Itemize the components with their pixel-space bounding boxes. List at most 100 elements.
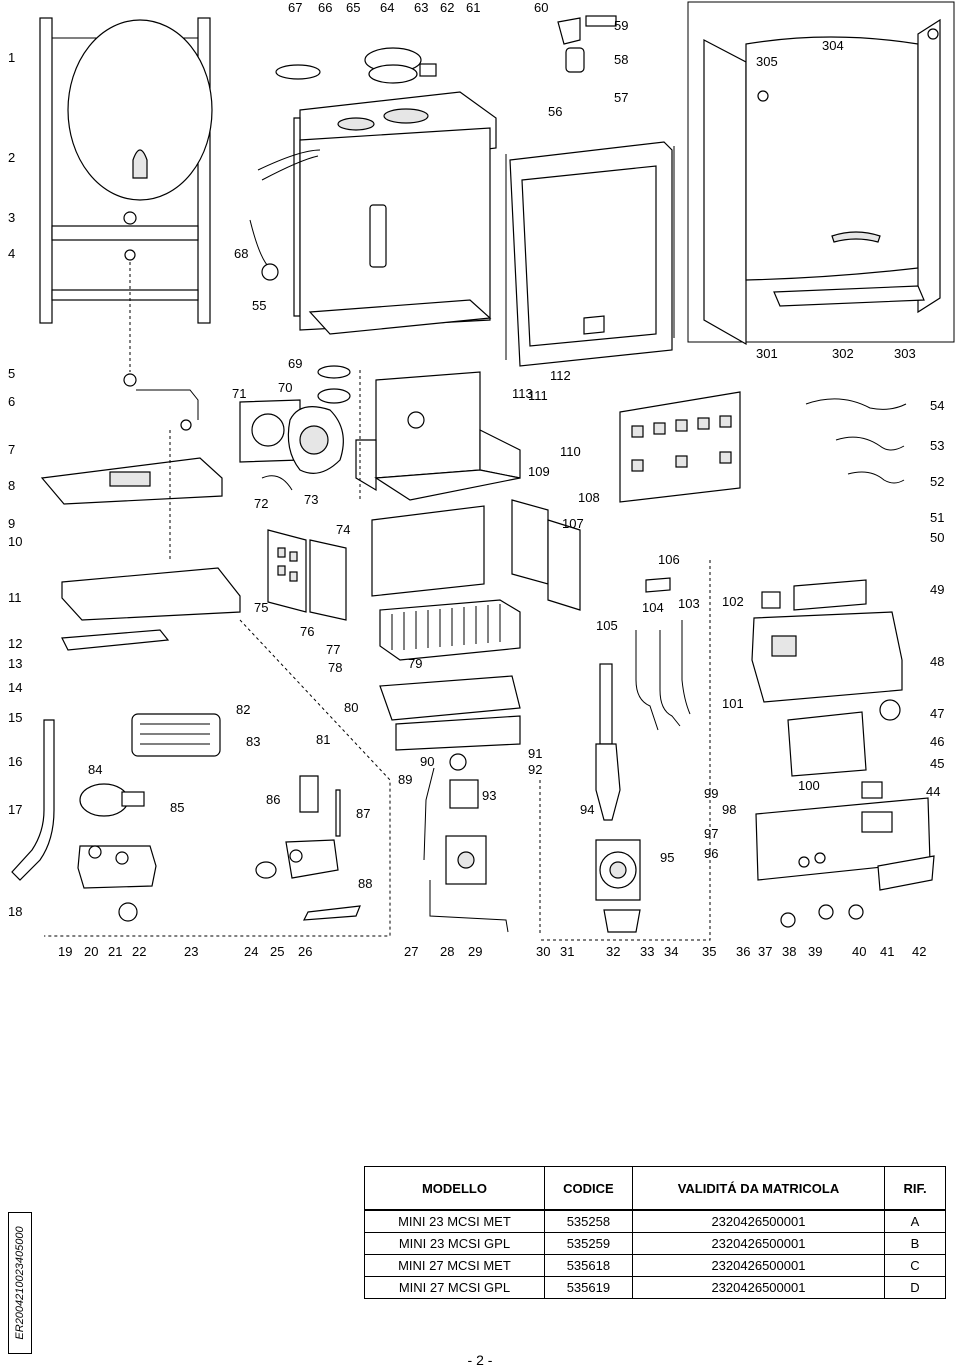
panel-74 xyxy=(371,505,485,597)
part-label-74: 74 xyxy=(336,522,350,537)
part-label-38: 38 xyxy=(782,944,796,959)
part-label-61: 61 xyxy=(466,0,480,15)
cell-code: 535258 xyxy=(543,1209,633,1233)
part-label-48: 48 xyxy=(930,654,944,669)
part-label-88: 88 xyxy=(358,876,372,891)
part-label-13: 13 xyxy=(8,656,22,671)
part-label-35: 35 xyxy=(702,944,716,959)
part-label-34: 34 xyxy=(664,944,678,959)
part-label-85: 85 xyxy=(170,800,184,815)
cell-code: 535259 xyxy=(543,1232,633,1255)
header-ref: RIF. xyxy=(884,1166,946,1211)
assembly-line-e xyxy=(540,560,711,941)
part-label-16: 16 xyxy=(8,754,22,769)
part-label-302: 302 xyxy=(832,346,854,361)
cell-model: MINI 27 MCSI MET xyxy=(364,1254,545,1277)
page-number: - 2 - xyxy=(467,1352,493,1368)
part-label-5: 5 xyxy=(8,366,15,381)
part-label-77: 77 xyxy=(326,642,340,657)
part-label-98: 98 xyxy=(722,802,736,817)
part-label-60: 60 xyxy=(534,0,548,15)
part-label-55: 55 xyxy=(252,298,266,313)
cell-code: 535618 xyxy=(543,1254,633,1277)
part-label-31: 31 xyxy=(560,944,574,959)
part-label-18: 18 xyxy=(8,904,22,919)
part-label-7: 7 xyxy=(8,442,15,457)
insulation-panels-right xyxy=(511,499,581,611)
part-label-14: 14 xyxy=(8,680,22,695)
part-label-40: 40 xyxy=(852,944,866,959)
part-label-23: 23 xyxy=(184,944,198,959)
part-label-3: 3 xyxy=(8,210,15,225)
part-label-21: 21 xyxy=(108,944,122,959)
part-label-70: 70 xyxy=(278,380,292,395)
part-label-113: 113 xyxy=(512,386,533,401)
cell-ref: C xyxy=(884,1254,946,1277)
model-table: MODELLO CODICE VALIDITÁ DA MATRICOLA RIF… xyxy=(364,1166,946,1299)
part-label-103: 103 xyxy=(678,596,700,611)
cell-validity: 2320426500001 xyxy=(631,1232,886,1255)
part-label-37: 37 xyxy=(758,944,772,959)
part-label-46: 46 xyxy=(930,734,944,749)
bracket-plate xyxy=(40,457,223,505)
part-label-49: 49 xyxy=(930,582,944,597)
part-label-27: 27 xyxy=(404,944,418,959)
part-label-25: 25 xyxy=(270,944,284,959)
part-label-87: 87 xyxy=(356,806,370,821)
part-label-11: 11 xyxy=(8,590,22,605)
part-label-108: 108 xyxy=(578,490,600,505)
part-label-30: 30 xyxy=(536,944,550,959)
exploded-parts-diagram: 1234567891011121314151617181920212223242… xyxy=(8,0,955,959)
part-label-45: 45 xyxy=(930,756,944,771)
part-label-101: 101 xyxy=(722,696,744,711)
expansion-vessel-group xyxy=(39,17,213,431)
tray-plate xyxy=(61,567,241,621)
part-label-10: 10 xyxy=(8,534,22,549)
part-label-90: 90 xyxy=(420,754,434,769)
part-label-41: 41 xyxy=(880,944,894,959)
burner xyxy=(379,675,521,771)
ignition-electrodes xyxy=(635,577,691,731)
pipe-bent xyxy=(61,629,170,651)
part-label-17: 17 xyxy=(8,802,22,817)
part-label-4: 4 xyxy=(8,246,15,261)
part-label-12: 12 xyxy=(8,636,22,651)
cell-ref: D xyxy=(884,1276,946,1299)
part-label-22: 22 xyxy=(132,944,146,959)
part-label-57: 57 xyxy=(614,90,628,105)
table-row: MINI 27 MCSI GPL 535619 2320426500001 D xyxy=(364,1276,946,1299)
part-label-93: 93 xyxy=(482,788,496,803)
part-label-26: 26 xyxy=(298,944,312,959)
part-label-33: 33 xyxy=(640,944,654,959)
cell-ref: B xyxy=(884,1232,946,1255)
part-label-105: 105 xyxy=(596,618,618,633)
part-label-36: 36 xyxy=(736,944,750,959)
part-label-72: 72 xyxy=(254,496,268,511)
part-label-58: 58 xyxy=(614,52,628,67)
table-header-row: MODELLO CODICE VALIDITÁ DA MATRICOLA RIF… xyxy=(364,1166,946,1211)
part-label-39: 39 xyxy=(808,944,822,959)
gas-valve xyxy=(423,767,509,933)
table-row: MINI 27 MCSI MET 535618 2320426500001 C xyxy=(364,1254,946,1277)
part-label-1: 1 xyxy=(8,50,15,65)
part-label-64: 64 xyxy=(380,0,394,15)
part-label-100: 100 xyxy=(798,778,820,793)
outer-casing xyxy=(703,18,941,346)
part-label-59: 59 xyxy=(614,18,628,33)
part-label-107: 107 xyxy=(562,516,584,531)
front-frame xyxy=(505,141,675,367)
part-label-303: 303 xyxy=(894,346,916,361)
assembly-line-b xyxy=(44,619,391,937)
part-label-29: 29 xyxy=(468,944,482,959)
cell-code: 535619 xyxy=(543,1276,633,1299)
part-label-20: 20 xyxy=(84,944,98,959)
main-heat-exchanger xyxy=(379,599,521,661)
part-label-304: 304 xyxy=(822,38,844,53)
part-label-56: 56 xyxy=(548,104,562,119)
table-row: MINI 23 MCSI GPL 535259 2320426500001 B xyxy=(364,1232,946,1255)
part-label-6: 6 xyxy=(8,394,15,409)
pipe-vertical xyxy=(11,719,55,881)
combustion-chamber xyxy=(249,47,497,335)
part-label-109: 109 xyxy=(528,464,550,479)
